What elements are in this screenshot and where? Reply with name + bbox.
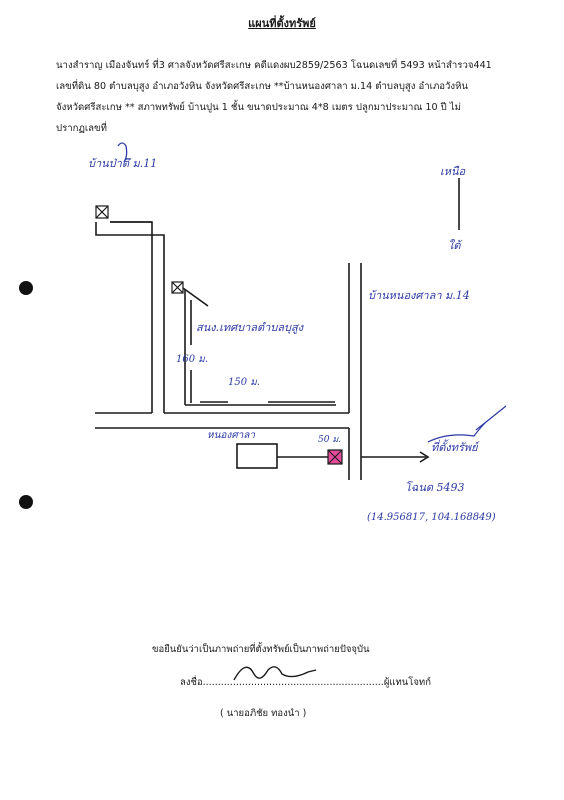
paragraph-line-1: นางสำราญ เมืองจันทร์ ที่3 ศาลจังหวัดศรีส… bbox=[56, 60, 492, 71]
signature-line: ลงชื่อ..................................… bbox=[180, 675, 431, 690]
label-north: เหนือ bbox=[440, 165, 466, 178]
certify-text: ขอยืนยันว่าเป็นภาพถ่ายที่ตั้งทรัพย์เป็นภ… bbox=[152, 644, 370, 655]
property-arrowhead bbox=[419, 451, 430, 463]
sign-label: ลงชื่อ bbox=[180, 677, 203, 688]
sign-dots: ........................................… bbox=[202, 677, 384, 688]
road-left-inner bbox=[110, 221, 153, 235]
property-underline bbox=[427, 421, 487, 443]
property-marker bbox=[327, 449, 343, 465]
label-village-top: บ้านป่าตึ ม.11 bbox=[88, 157, 158, 170]
label-dim-horizontal: 150 ม. bbox=[228, 377, 261, 388]
signer-name: ( นายอภิชัย ทองนำ ) bbox=[220, 708, 307, 719]
document-title: แผนที่ตั้งทรัพย์ bbox=[248, 17, 316, 30]
marker-office bbox=[171, 281, 184, 294]
label-south: ใต้ bbox=[448, 239, 461, 252]
label-dim-small: 50 ม. bbox=[318, 435, 342, 445]
paragraph-line-3: จังหวัดศรีสะเกษ ** สภาพทรัพย์ บ้านปูน 1 … bbox=[56, 102, 461, 113]
label-deed: โฉนด 5493 bbox=[405, 481, 465, 494]
punch-hole-bottom bbox=[19, 495, 33, 509]
label-property: ที่ตั้งทรัพย์ bbox=[431, 441, 478, 454]
road-left-outer bbox=[95, 222, 165, 413]
office-leader bbox=[182, 287, 209, 307]
label-coordinates: (14.956817, 104.168849) bbox=[367, 512, 496, 523]
label-village-right: บ้านหนองศาลา ม.14 bbox=[368, 289, 470, 302]
sign-role: ผู้แทนโจทก์ bbox=[383, 677, 431, 688]
signature-scribble bbox=[233, 666, 317, 681]
marker-village-top bbox=[95, 205, 109, 219]
label-pond: หนองศาลา bbox=[207, 430, 256, 441]
coordinate-check bbox=[475, 405, 507, 431]
label-dim-vertical: 160 ม. bbox=[176, 354, 209, 365]
pond-rect bbox=[236, 443, 278, 469]
punch-hole-top bbox=[19, 281, 33, 295]
paragraph-line-2: เลขที่ดิน 80 ตำบลบุสูง อำเภอวังหิน จังหว… bbox=[56, 81, 468, 92]
paragraph-line-4: ปรากฏเลขที่ bbox=[56, 123, 107, 134]
village-top-mark bbox=[117, 142, 128, 163]
label-office: สนง.เทศบาลตำบลบุสูง bbox=[196, 321, 304, 334]
